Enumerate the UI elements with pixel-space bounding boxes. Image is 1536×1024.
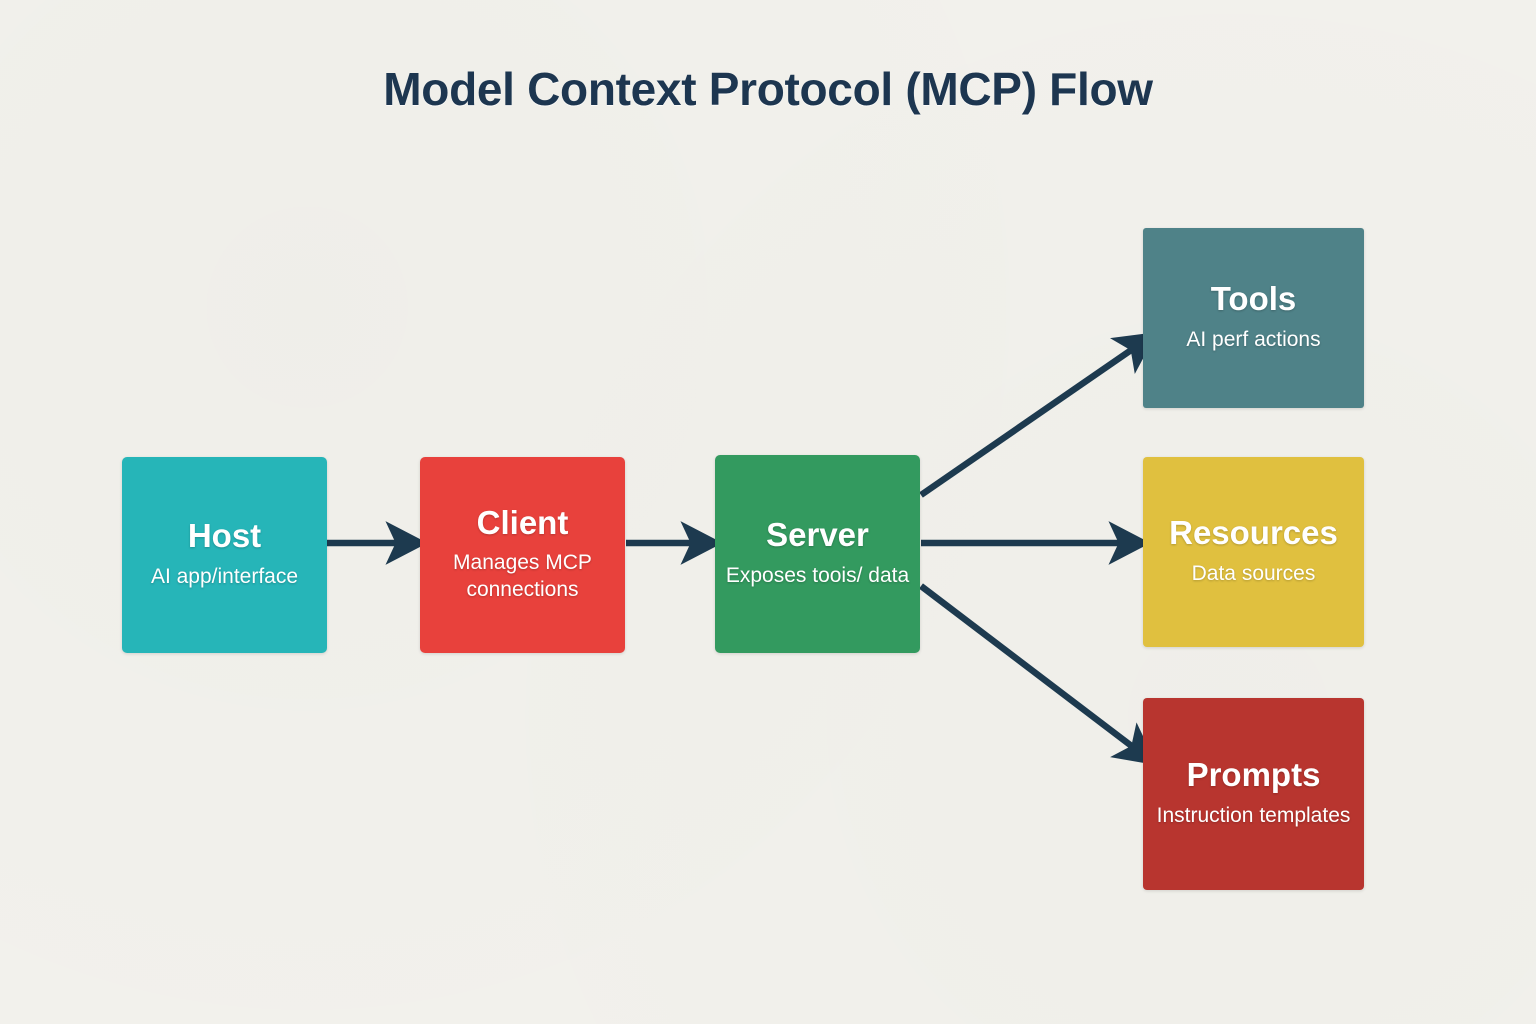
node-tools-sublabel: AI perf actions xyxy=(1186,327,1321,351)
node-host[interactable]: Host AI app/interface xyxy=(122,457,327,653)
node-tools-label: Tools xyxy=(1210,280,1297,318)
page-title: Model Context Protocol (MCP) Flow xyxy=(383,63,1153,115)
node-client-sublabel: Manages MCP connections xyxy=(453,551,592,602)
node-client-label: Client xyxy=(476,503,569,541)
node-server-label: Server xyxy=(766,516,869,554)
node-resources-label: Resources xyxy=(1169,514,1338,552)
node-tools[interactable]: Tools AI perf actions xyxy=(1143,228,1364,408)
node-server-sublabel: Exposes toois/ data xyxy=(725,563,910,587)
node-prompts-sublabel: Instruction templates xyxy=(1156,803,1351,827)
node-host-label: Host xyxy=(187,517,262,555)
node-prompts[interactable]: Prompts Instruction templates xyxy=(1143,698,1364,890)
node-server[interactable]: Server Exposes toois/ data xyxy=(715,455,920,653)
node-host-sublabel: AI app/interface xyxy=(150,564,299,588)
node-client[interactable]: Client Manages MCP connections xyxy=(420,457,625,653)
node-resources-sublabel: Data sources xyxy=(1191,561,1316,585)
node-resources[interactable]: Resources Data sources xyxy=(1143,457,1364,647)
arrow-server-to-prompts xyxy=(919,583,1157,766)
arrow-server-to-tools xyxy=(919,332,1158,498)
node-prompts-label: Prompts xyxy=(1186,756,1321,794)
